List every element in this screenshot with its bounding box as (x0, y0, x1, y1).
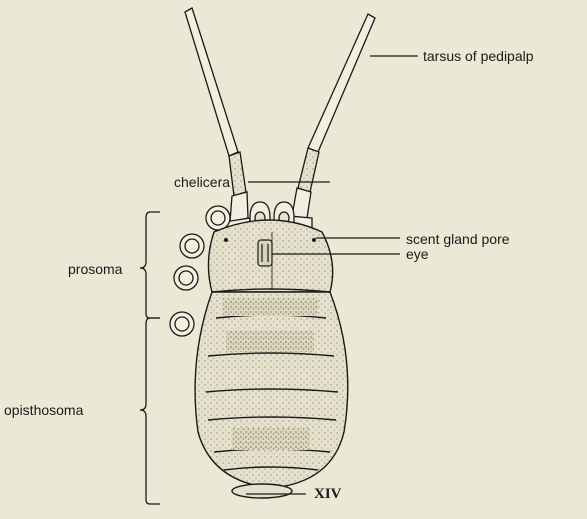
brace-opisthosoma (140, 318, 160, 504)
brace-prosoma (140, 212, 160, 318)
label-tarsus-of-pedipalp: tarsus of pedipalp (423, 48, 534, 64)
right-pedipalp (286, 14, 375, 240)
label-eye: eye (406, 246, 429, 262)
label-prosoma: prosoma (68, 261, 122, 277)
eye-tubercle (258, 240, 272, 266)
label-opisthosoma: opisthosoma (4, 402, 83, 418)
label-scent-gland-pore: scent gland pore (406, 231, 510, 247)
left-pedipalp (185, 8, 250, 240)
label-chelicera: chelicera (174, 174, 230, 190)
opisthosoma-body (195, 292, 348, 488)
terminal-segment (232, 484, 292, 498)
label-segment-xiv: XIV (314, 486, 342, 502)
